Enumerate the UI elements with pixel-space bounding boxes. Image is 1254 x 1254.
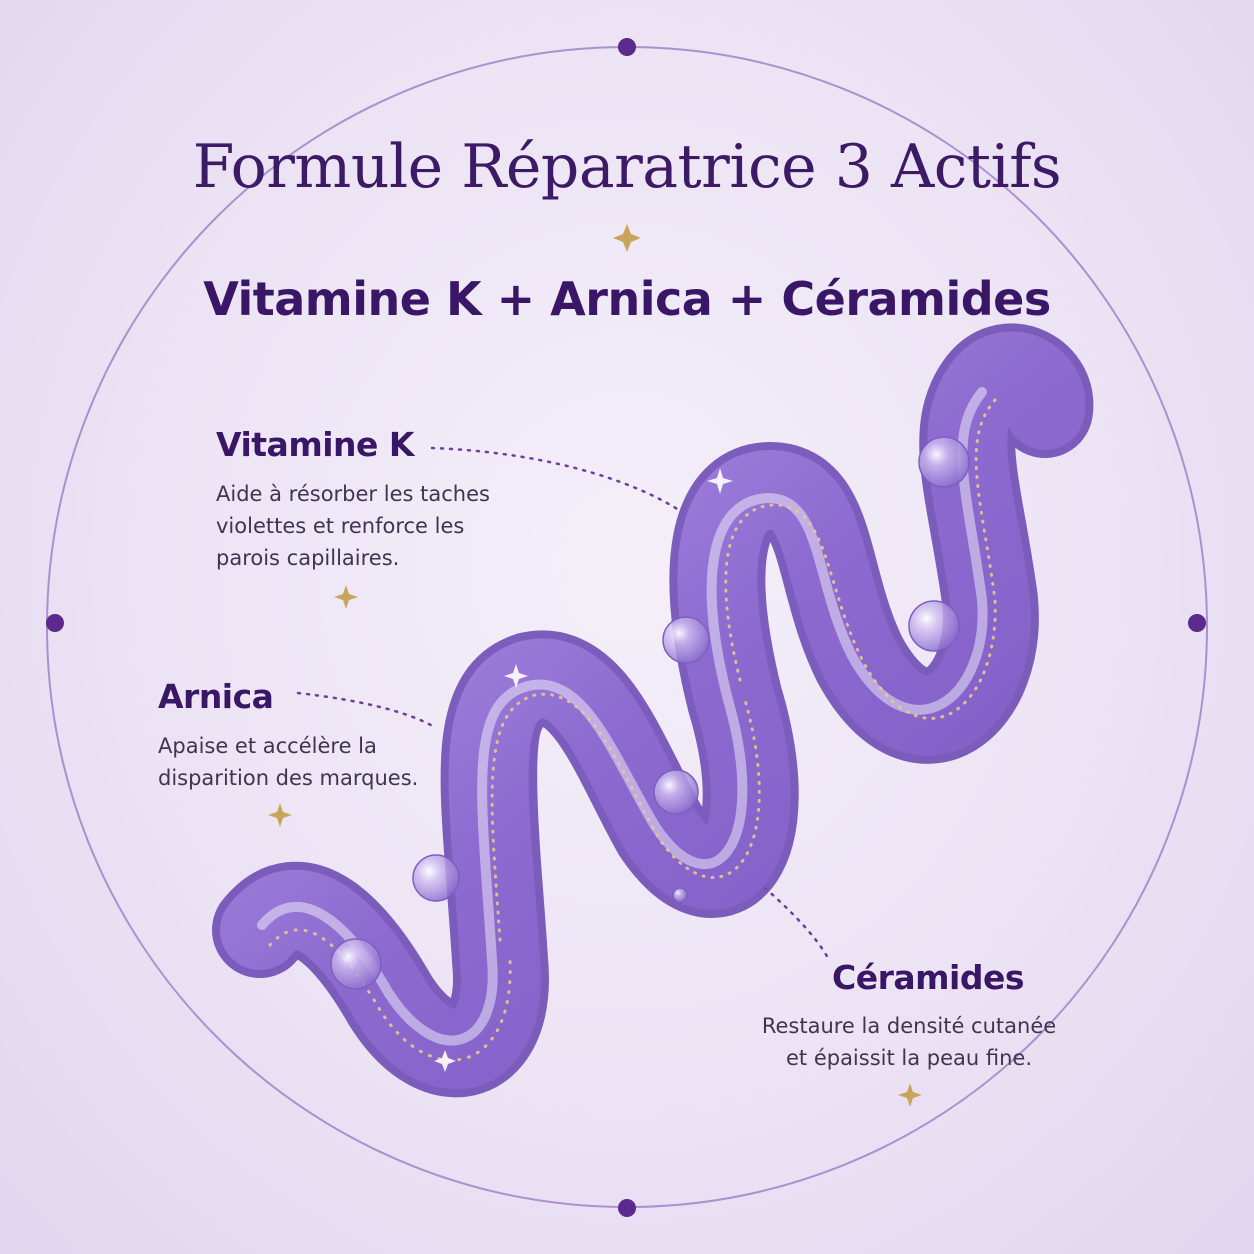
page-title: Formule Réparatrice 3 Actifs bbox=[192, 132, 1062, 202]
vitamine-k-ornament bbox=[198, 585, 494, 609]
ceramides-label: Céramides bbox=[832, 958, 1025, 997]
sparkles bbox=[434, 468, 733, 1072]
gel-wave bbox=[212, 323, 1094, 1098]
ring-dot-left bbox=[46, 614, 64, 632]
ceramides-description: Restaure la densité cutanée et épaissit … bbox=[761, 1014, 1057, 1070]
arnica-ornament bbox=[148, 803, 412, 827]
ceramides-ornament bbox=[765, 1083, 1055, 1107]
arnica-description: Apaise et accélère la disparition des ma… bbox=[158, 734, 419, 790]
arnica-label: Arnica bbox=[158, 677, 274, 716]
ring-dot-top bbox=[618, 38, 636, 56]
vitamine-k-label: Vitamine K bbox=[216, 425, 414, 464]
leader-lines bbox=[296, 446, 830, 960]
page-subtitle: Vitamine K + Arnica + Céramides bbox=[203, 272, 1051, 326]
vitamine-k-description: Aide à résorber les taches violettes et … bbox=[216, 482, 490, 570]
title-ornament bbox=[320, 224, 934, 252]
ring-dot-bottom bbox=[618, 1199, 636, 1217]
ring-dot-right bbox=[1188, 614, 1206, 632]
gel-bubbles bbox=[330, 436, 970, 990]
